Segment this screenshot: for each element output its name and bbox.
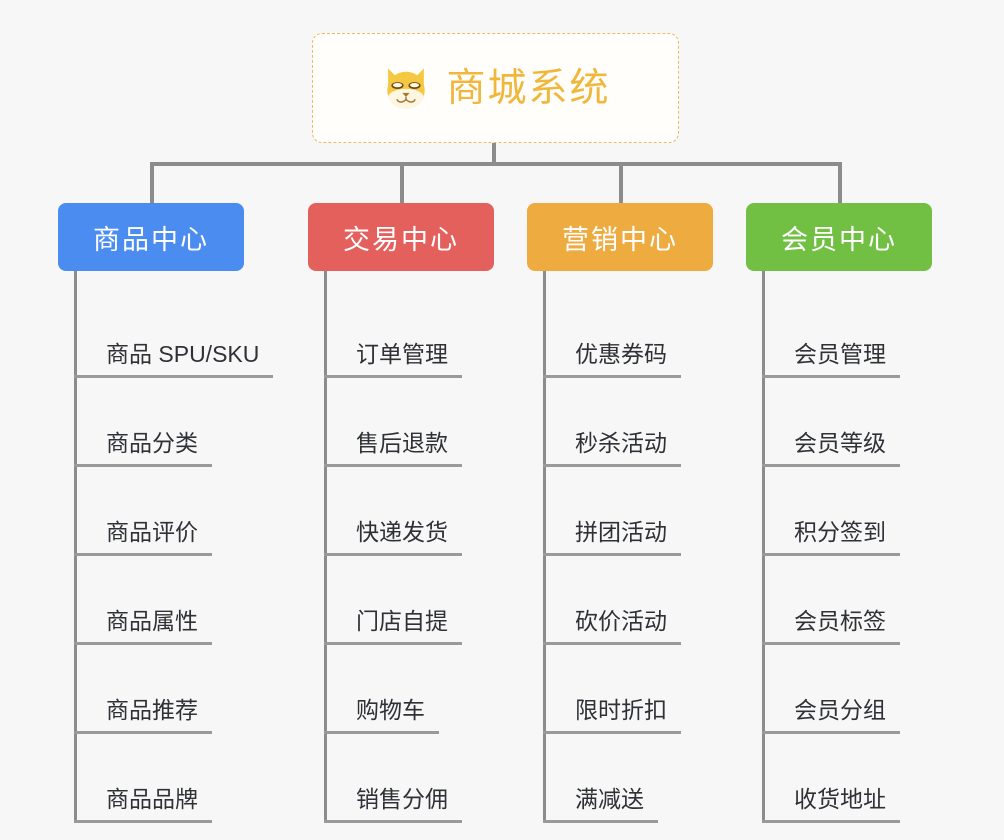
leaf-item[interactable]: 秒杀活动 xyxy=(543,378,681,467)
leaf-item[interactable]: 砍价活动 xyxy=(543,556,681,645)
leaf-item-label: 积分签到 xyxy=(762,521,900,556)
leaf-item[interactable]: 商品分类 xyxy=(74,378,273,467)
leaf-item[interactable]: 会员等级 xyxy=(762,378,900,467)
branch-spine-2 xyxy=(324,271,327,820)
leaf-item[interactable]: 快递发货 xyxy=(324,467,462,556)
leaf-item-label: 拼团活动 xyxy=(543,521,681,556)
leaf-item[interactable]: 会员标签 xyxy=(762,556,900,645)
leaf-item-label: 秒杀活动 xyxy=(543,432,681,467)
leaf-item-label: 商品 SPU/SKU xyxy=(74,343,274,378)
branch-leaf-list-2: 订单管理售后退款快递发货门店自提购物车销售分佣 xyxy=(324,289,462,823)
leaf-item[interactable]: 订单管理 xyxy=(324,289,462,378)
leaf-item[interactable]: 商品 SPU/SKU xyxy=(74,289,274,378)
branch-drop-line-4 xyxy=(838,162,842,209)
branch-header-1[interactable]: 商品中心 xyxy=(58,203,244,271)
branch-header-3[interactable]: 营销中心 xyxy=(527,203,713,271)
branch-spine-1 xyxy=(74,271,77,820)
leaf-item[interactable]: 商品品牌 xyxy=(74,734,273,823)
root-title: 商城系统 xyxy=(446,66,611,110)
leaf-item-label: 会员分组 xyxy=(762,699,900,734)
leaf-item[interactable]: 满减送 xyxy=(543,734,681,823)
leaf-item[interactable]: 收货地址 xyxy=(762,734,900,823)
leaf-item[interactable]: 会员分组 xyxy=(762,645,900,734)
branch-drop-line-1 xyxy=(150,162,154,209)
leaf-item-label: 会员标签 xyxy=(762,610,900,645)
leaf-item[interactable]: 会员管理 xyxy=(762,289,900,378)
leaf-item-label: 限时折扣 xyxy=(543,699,681,734)
leaf-item[interactable]: 限时折扣 xyxy=(543,645,681,734)
leaf-item-label: 满减送 xyxy=(543,788,658,823)
branch-header-2[interactable]: 交易中心 xyxy=(308,203,494,271)
leaf-item-label: 订单管理 xyxy=(324,343,462,378)
leaf-item[interactable]: 拼团活动 xyxy=(543,467,681,556)
root-node[interactable]: 商城系统 xyxy=(312,33,679,143)
leaf-item[interactable]: 商品推荐 xyxy=(74,645,273,734)
leaf-item-label: 优惠券码 xyxy=(543,343,681,378)
leaf-item-label: 会员等级 xyxy=(762,432,900,467)
leaf-item-label: 销售分佣 xyxy=(324,788,462,823)
leaf-item-label: 砍价活动 xyxy=(543,610,681,645)
leaf-item-label: 商品评价 xyxy=(74,521,212,556)
leaf-item[interactable]: 商品属性 xyxy=(74,556,273,645)
branch-leaf-list-1: 商品 SPU/SKU 商品分类商品评价商品属性商品推荐商品品牌 xyxy=(74,289,274,823)
leaf-item[interactable]: 商品评价 xyxy=(74,467,273,556)
branch-spine-4 xyxy=(762,271,765,820)
shiba-dog-face-icon xyxy=(387,68,426,109)
branch-leaf-list-3: 优惠券码秒杀活动拼团活动砍价活动限时折扣满减送 xyxy=(543,289,681,823)
leaf-item[interactable]: 门店自提 xyxy=(324,556,462,645)
leaf-item-label: 购物车 xyxy=(324,699,439,734)
leaf-item[interactable]: 优惠券码 xyxy=(543,289,681,378)
leaf-item-label: 门店自提 xyxy=(324,610,462,645)
leaf-item[interactable]: 售后退款 xyxy=(324,378,462,467)
horizontal-bus-line xyxy=(150,162,842,166)
leaf-item-label: 商品属性 xyxy=(74,610,212,645)
leaf-item-label: 快递发货 xyxy=(324,521,462,556)
branch-drop-line-2 xyxy=(400,162,404,209)
leaf-item-label: 会员管理 xyxy=(762,343,900,378)
branch-leaf-list-4: 会员管理会员等级积分签到会员标签会员分组收货地址 xyxy=(762,289,900,823)
leaf-item-label: 商品推荐 xyxy=(74,699,212,734)
branch-drop-line-3 xyxy=(619,162,623,209)
root-stem-line xyxy=(492,143,496,166)
leaf-item-label: 收货地址 xyxy=(762,788,900,823)
leaf-item-label: 商品分类 xyxy=(74,432,212,467)
leaf-item[interactable]: 购物车 xyxy=(324,645,462,734)
branch-spine-3 xyxy=(543,271,546,820)
leaf-item[interactable]: 积分签到 xyxy=(762,467,900,556)
leaf-item-label: 售后退款 xyxy=(324,432,462,467)
branch-header-4[interactable]: 会员中心 xyxy=(746,203,932,271)
leaf-item[interactable]: 销售分佣 xyxy=(324,734,462,823)
leaf-item-label: 商品品牌 xyxy=(74,788,212,823)
